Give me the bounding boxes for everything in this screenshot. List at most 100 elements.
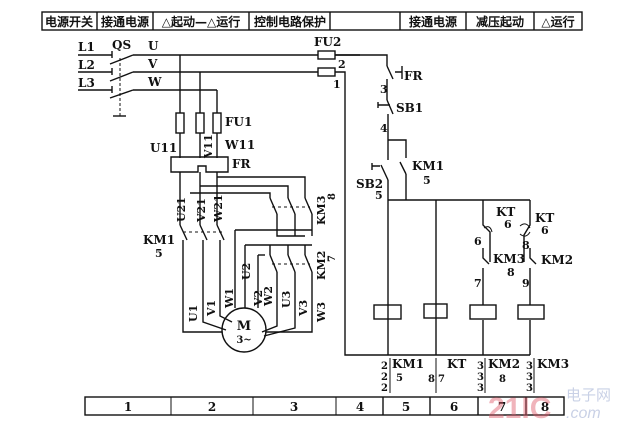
svg-text:21IC: 21IC: [488, 392, 551, 425]
coil-label-kt: KT: [447, 357, 466, 371]
label-fu1: FU1: [225, 115, 252, 129]
fuse-fu1-w: [212, 112, 222, 134]
watermark-logo: 21IC 电子网 .com: [488, 386, 611, 425]
label-fr: FR: [232, 157, 252, 171]
coil-label-km1: KM1: [392, 357, 424, 371]
label-fu2-terminal-1: 1: [333, 78, 341, 91]
label-node-7: 7: [474, 277, 482, 290]
ref-num: 3: [526, 361, 533, 372]
label-w11: W11: [224, 138, 255, 152]
ref-num: 5: [396, 373, 403, 384]
footer-cell: 7: [498, 400, 506, 414]
label-node-8: 8: [522, 239, 530, 252]
label-km1-contact-num: 5: [423, 174, 431, 187]
ref-num: 8: [428, 374, 435, 385]
footer-cell: 4: [356, 400, 364, 414]
motor-sublabel: 3~: [236, 335, 251, 346]
label-kt-1-num: 6: [504, 218, 512, 231]
label-v1: V1: [205, 300, 218, 317]
thermal-relay-fr: [170, 156, 229, 173]
label-fu2: FU2: [314, 35, 341, 49]
label-sb2-num: 5: [375, 189, 383, 202]
header-row: 电源开关 接通电源 △起动—△运行 控制电路保护 接通电源 减压起动 △运行: [41, 11, 583, 31]
label-v3: V3: [297, 300, 310, 317]
label-km2-num: 7: [327, 255, 338, 262]
header-cell: △运行: [541, 14, 574, 29]
label-w3: W3: [315, 302, 328, 323]
ref-num: 3: [526, 383, 533, 394]
header-cell: 减压起动: [476, 14, 524, 29]
label-u2: U2: [240, 263, 253, 280]
motor: [221, 307, 267, 353]
label-u1: U1: [187, 305, 200, 322]
label-kt-2-num: 6: [541, 224, 549, 237]
ref-num: 3: [477, 372, 484, 383]
label-km1-num: 5: [155, 247, 163, 260]
label-node-3: 3: [380, 83, 388, 96]
fuse-fu2-b: [317, 67, 336, 77]
header-cell: 电源开关: [45, 14, 93, 29]
motor-label: M: [237, 319, 251, 334]
label-km3-interlock: KM3: [493, 252, 525, 266]
label-node-6: 6: [474, 235, 482, 248]
label-node-4: 4: [380, 122, 388, 135]
label-l2: L2: [78, 58, 95, 72]
label-w1: W1: [223, 288, 236, 309]
label-sb1: SB1: [396, 101, 423, 115]
footer-cell: 2: [208, 400, 216, 414]
label-km3-num: 8: [327, 193, 338, 200]
ref-num: 2: [381, 383, 388, 394]
footer-cell: 3: [290, 400, 298, 414]
ref-num: 8: [499, 374, 506, 385]
coil-km3: [517, 304, 545, 320]
svg-text:电子网: 电子网: [566, 386, 611, 404]
label-u: U: [148, 39, 159, 53]
label-node-9: 9: [522, 277, 530, 290]
ref-num: 3: [477, 361, 484, 372]
label-w21: W21: [212, 194, 225, 223]
footer-cell: 6: [450, 400, 458, 414]
coil-kt: [423, 303, 448, 319]
footer-row: 1 2 3 4 5 6 7 8: [84, 396, 565, 416]
header-cell: 接通电源: [409, 14, 457, 29]
label-km2-interlock: KM2: [541, 253, 573, 267]
label-u11: U11: [150, 141, 177, 155]
ref-num: 3: [526, 372, 533, 383]
coil-km2: [469, 304, 497, 320]
label-u21: U21: [175, 197, 188, 222]
label-kt-1: KT: [496, 205, 515, 219]
fuse-fu1-u: [175, 112, 185, 134]
header-cell: △起动—△运行: [162, 14, 240, 29]
footer-cell: 1: [124, 400, 132, 414]
label-l1: L1: [78, 40, 95, 54]
ref-num: 2: [381, 372, 388, 383]
label-kt-2: KT: [535, 211, 554, 225]
label-fu2-terminal-2: 2: [338, 58, 346, 71]
header-cell: 控制电路保护: [254, 14, 326, 29]
fuse-fu1-v: [195, 112, 205, 134]
label-km1: KM1: [143, 233, 175, 247]
power-circuit: L1 L2 L3 QS U V W FU2 2 1 FU1 U11: [78, 35, 360, 353]
label-sb2: SB2: [356, 177, 383, 191]
label-qs: QS: [112, 38, 131, 52]
svg-text:.com: .com: [566, 405, 601, 422]
footer-cell: 8: [541, 400, 549, 414]
label-u3: U3: [280, 291, 293, 308]
label-km2: KM2: [315, 251, 328, 280]
label-v2: V2: [252, 290, 265, 307]
header-cell: 接通电源: [101, 14, 149, 29]
control-circuit: FR 3 SB1 4 KM1 5 SB2 5 KT 6 KT 6 6 8 KM3: [335, 54, 573, 394]
label-v11: V11: [202, 134, 215, 159]
coil-km1: [373, 304, 402, 320]
ref-num: 2: [381, 361, 388, 372]
label-km3-interlock-num: 8: [507, 266, 515, 279]
label-v21: V21: [195, 198, 208, 223]
label-w: W: [147, 75, 162, 89]
label-fr-contact: FR: [404, 69, 424, 83]
ref-num: 7: [438, 374, 445, 385]
label-v: V: [147, 57, 158, 71]
label-w2: W2: [262, 286, 275, 307]
coil-label-km3: KM3: [537, 357, 569, 371]
label-km3: KM3: [315, 196, 328, 225]
